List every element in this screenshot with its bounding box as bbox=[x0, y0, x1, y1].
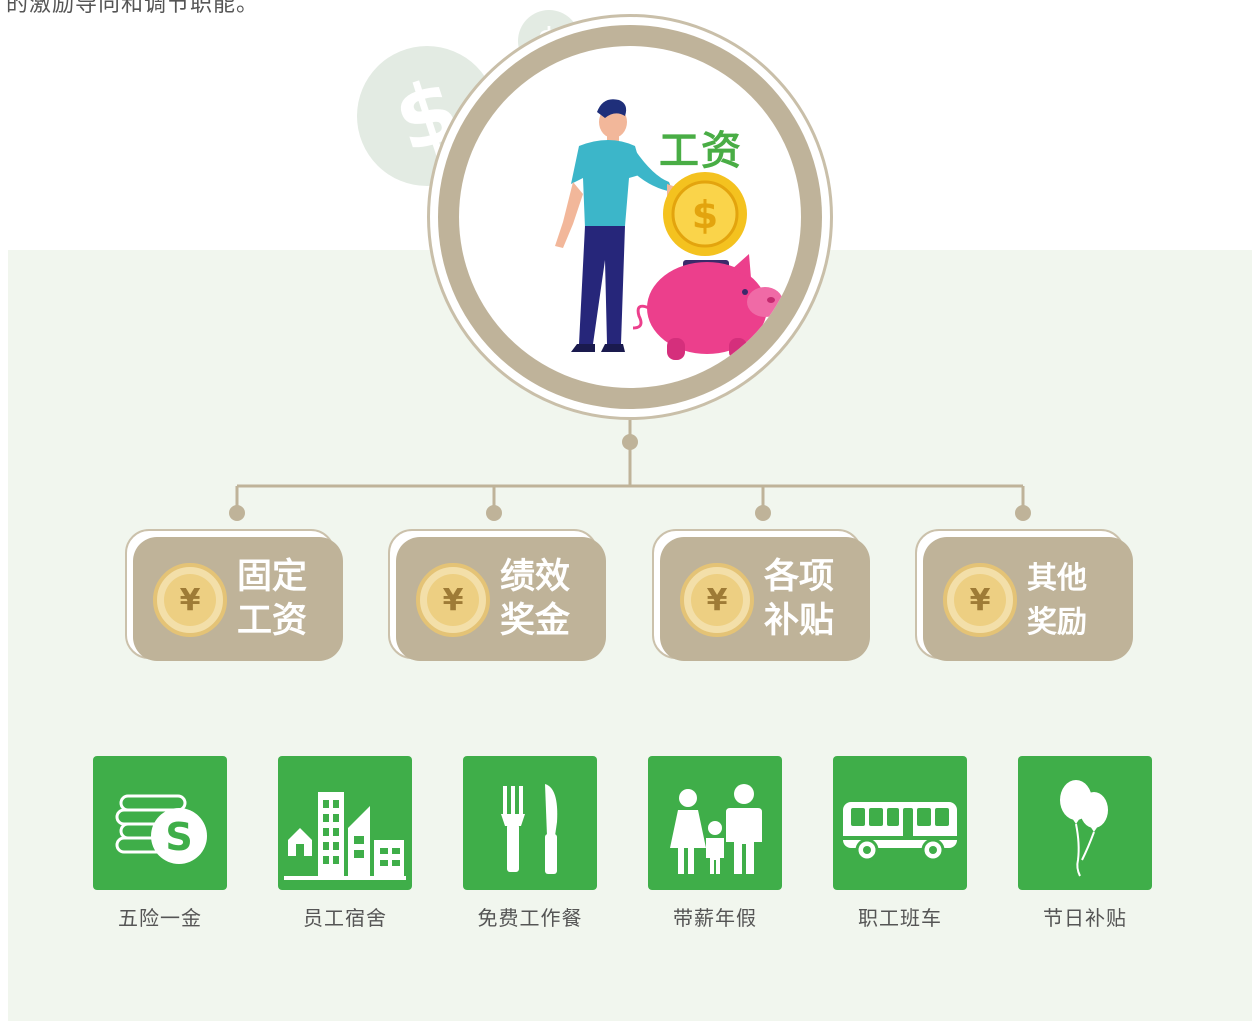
benefit-label: 带薪年假 bbox=[673, 906, 757, 930]
benefit-label: 免费工作餐 bbox=[477, 906, 583, 930]
balloons-icon bbox=[1060, 780, 1108, 877]
bus-icon bbox=[843, 802, 957, 862]
category-title: 各项补贴 bbox=[764, 557, 835, 641]
yuan-coin-icon: ¥ bbox=[153, 563, 227, 637]
buildings-icon bbox=[284, 792, 406, 880]
benefit-label: 职工班车 bbox=[858, 906, 942, 930]
category-title: 其他奖励 bbox=[1027, 561, 1087, 640]
hub-label: 工资 bbox=[659, 128, 743, 174]
category-allowances: ¥ 各项补贴 bbox=[652, 529, 872, 663]
category-fixed-salary: ¥ 固定工资 bbox=[125, 529, 345, 663]
family-icon bbox=[670, 784, 762, 874]
yuan-coin-icon: ¥ bbox=[680, 563, 754, 637]
coin-stack-icon: S bbox=[115, 794, 207, 864]
benefit-label: 员工宿舍 bbox=[303, 906, 387, 930]
svg-text:S: S bbox=[165, 815, 192, 859]
category-title: 固定工资 bbox=[237, 557, 308, 641]
category-title: 绩效奖金 bbox=[500, 557, 571, 641]
category-performance-bonus: ¥ 绩效奖金 bbox=[388, 529, 608, 663]
salary-hub: $ 工资 bbox=[427, 14, 833, 420]
benefit-label: 节日补贴 bbox=[1043, 906, 1127, 930]
yuan-coin-icon: ¥ bbox=[943, 563, 1017, 637]
svg-text:$: $ bbox=[692, 193, 718, 237]
salary-illustration-icon: $ bbox=[555, 99, 783, 360]
yuan-coin-icon: ¥ bbox=[416, 563, 490, 637]
fork-knife-icon bbox=[501, 784, 558, 874]
category-other-rewards: ¥ 其他奖励 bbox=[915, 529, 1135, 663]
intro-text: 的激励导向和调节职能。 bbox=[6, 0, 260, 17]
benefit-label: 五险一金 bbox=[118, 906, 202, 930]
